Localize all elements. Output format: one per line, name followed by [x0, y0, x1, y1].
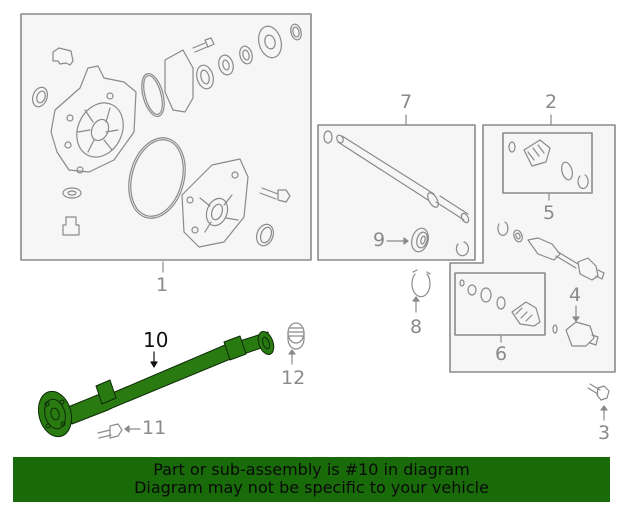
callout-3[interactable]: 3: [598, 422, 611, 444]
parts-diagram: 1 2 3 4 5 6 7 8 9 10 11 12: [20, 13, 616, 444]
callout-1[interactable]: 1: [156, 274, 169, 296]
callout-6[interactable]: 6: [495, 343, 508, 365]
callout-9[interactable]: 9: [373, 229, 386, 251]
callout-7[interactable]: 7: [400, 91, 413, 113]
callout-12[interactable]: 12: [281, 367, 306, 389]
callout-5[interactable]: 5: [543, 202, 556, 224]
part-10-driveshaft[interactable]: [34, 329, 277, 440]
part-12-plug[interactable]: [287, 322, 305, 365]
callout-10-arrow: [150, 351, 158, 368]
part-11-bolt[interactable]: [97, 423, 141, 439]
part-3-bolt[interactable]: [587, 383, 610, 421]
callout-4[interactable]: 4: [569, 284, 582, 306]
part-8-snap-ring[interactable]: [411, 269, 431, 313]
info-banner: Part or sub-assembly is #10 in diagram D…: [13, 457, 610, 502]
callout-11[interactable]: 11: [142, 417, 167, 439]
callout-2[interactable]: 2: [545, 91, 558, 113]
banner-line-disclaimer: Diagram may not be specific to your vehi…: [134, 478, 489, 497]
callout-10[interactable]: 10: [143, 328, 169, 352]
banner-line-part-info: Part or sub-assembly is #10 in diagram: [153, 460, 470, 479]
panel-1-differential-assembly[interactable]: [20, 13, 312, 273]
panel-2-axle-shaft-assembly[interactable]: [449, 114, 616, 373]
callout-8[interactable]: 8: [410, 316, 423, 338]
panel-7-intermediate-shaft[interactable]: [317, 114, 476, 261]
